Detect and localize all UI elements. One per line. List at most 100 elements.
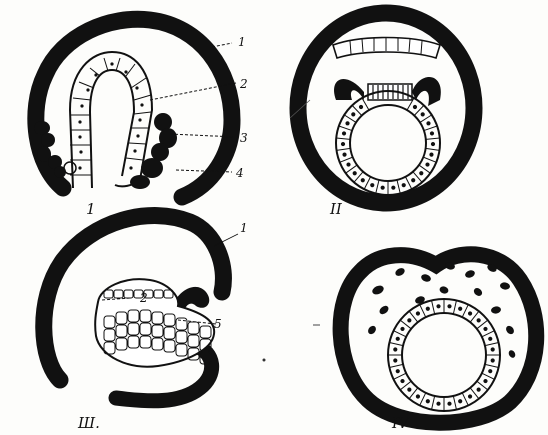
cell-wall bbox=[462, 305, 468, 318]
cell-nucleus bbox=[343, 153, 346, 156]
cell-nucleus bbox=[347, 163, 350, 166]
label-1b: 1 bbox=[240, 221, 248, 235]
cell-nucleus bbox=[396, 337, 399, 340]
panel-2: II bbox=[290, 13, 474, 218]
cell-nucleus bbox=[426, 307, 429, 310]
cell-nucleus bbox=[431, 142, 434, 145]
label-4: 4 bbox=[235, 166, 244, 180]
cell-nucleus bbox=[408, 388, 411, 391]
cell-wall bbox=[424, 126, 437, 131]
cell-wall bbox=[426, 138, 440, 139]
panel-1-germ-tube-inner bbox=[90, 70, 134, 188]
cell-wall bbox=[482, 373, 495, 379]
cell-nucleus bbox=[371, 184, 374, 187]
cell-nucleus bbox=[420, 172, 423, 175]
cell-wall bbox=[432, 300, 435, 314]
cell-wall bbox=[485, 343, 499, 346]
cell-nucleus bbox=[459, 307, 462, 310]
cell-nucleus bbox=[484, 327, 487, 330]
cell-nucleus bbox=[342, 132, 345, 135]
panel-2-numeral: II bbox=[329, 200, 343, 218]
cell-wall bbox=[420, 305, 426, 318]
cell-wall bbox=[485, 364, 499, 367]
panel-3: 2 5 1 Ш. bbox=[44, 216, 248, 432]
panel-4-numeral: IV bbox=[391, 414, 411, 432]
cell-nucleus bbox=[361, 179, 364, 182]
label-2: 2 bbox=[239, 77, 248, 91]
cell-wall bbox=[340, 157, 353, 162]
cell-wall bbox=[389, 364, 403, 367]
cell-wall bbox=[364, 177, 370, 189]
cell-nucleus bbox=[381, 186, 384, 189]
cell-nucleus bbox=[477, 388, 480, 391]
cell-nucleus bbox=[427, 122, 430, 125]
cell-wall bbox=[336, 138, 350, 139]
cell-nucleus bbox=[448, 305, 451, 308]
cell-nucleus bbox=[484, 379, 487, 382]
cell-wall bbox=[394, 331, 407, 337]
cell-nucleus bbox=[412, 179, 415, 182]
cell-nucleus bbox=[448, 402, 451, 405]
cell-nucleus bbox=[489, 370, 492, 373]
cell-wall bbox=[432, 396, 435, 410]
cell-nucleus bbox=[394, 348, 397, 351]
cell-wall bbox=[397, 180, 400, 194]
panel-2-left-fold bbox=[334, 79, 364, 100]
panel-2-vesicle-outer bbox=[336, 91, 440, 195]
cell-wall bbox=[376, 180, 379, 194]
panel-4: IV bbox=[341, 254, 537, 432]
cell-nucleus bbox=[468, 395, 471, 398]
cell-nucleus bbox=[421, 113, 424, 116]
cell-nucleus bbox=[346, 122, 349, 125]
cell-wall bbox=[405, 177, 411, 189]
stray-marks bbox=[263, 325, 321, 362]
panel-3-numeral: Ш. bbox=[77, 414, 100, 432]
cell-nucleus bbox=[430, 132, 433, 135]
cell-wall bbox=[426, 148, 440, 150]
cell-nucleus bbox=[416, 395, 419, 398]
cell-nucleus bbox=[341, 142, 344, 145]
label-5: 5 bbox=[214, 317, 222, 331]
cell-nucleus bbox=[392, 186, 395, 189]
panel-2-vesicle-inner bbox=[350, 105, 426, 181]
cell-nucleus bbox=[352, 113, 355, 116]
cell-nucleus bbox=[416, 312, 419, 315]
cell-wall bbox=[389, 343, 403, 346]
panel-4-vesicle-outer bbox=[388, 299, 500, 411]
panel-1-numeral: 1 bbox=[86, 200, 96, 218]
cell-wall bbox=[339, 126, 352, 131]
cell-nucleus bbox=[437, 402, 440, 405]
panel-2-right-fold bbox=[412, 77, 441, 106]
cell-nucleus bbox=[394, 359, 397, 362]
cell-nucleus bbox=[359, 105, 362, 108]
panel-1: 1 2 3 4 1 bbox=[34, 19, 248, 218]
cell-wall bbox=[453, 300, 456, 314]
cell-nucleus bbox=[401, 327, 404, 330]
cell-wall bbox=[394, 373, 407, 379]
cell-wall bbox=[482, 331, 495, 337]
cell-nucleus bbox=[491, 348, 494, 351]
label-3: 3 bbox=[240, 131, 248, 145]
panel-4-vesicle-inner bbox=[402, 313, 486, 397]
panel-1-right-cell-cluster bbox=[130, 113, 177, 189]
cell-wall bbox=[420, 393, 426, 406]
cell-nucleus bbox=[437, 305, 440, 308]
cell-nucleus bbox=[491, 359, 494, 362]
cell-nucleus bbox=[353, 172, 356, 175]
cell-nucleus bbox=[489, 337, 492, 340]
cell-nucleus bbox=[413, 105, 416, 108]
cell-nucleus bbox=[459, 400, 462, 403]
cell-nucleus bbox=[477, 319, 480, 322]
cell-wall bbox=[423, 157, 436, 162]
cell-nucleus bbox=[401, 379, 404, 382]
cell-nucleus bbox=[396, 370, 399, 373]
cell-wall bbox=[337, 148, 351, 150]
cell-wall bbox=[462, 393, 468, 406]
cell-nucleus bbox=[426, 163, 429, 166]
cell-nucleus bbox=[408, 319, 411, 322]
cell-nucleus bbox=[430, 153, 433, 156]
label-2b: 2 bbox=[139, 291, 148, 305]
panel-1-tube-cells bbox=[70, 58, 151, 175]
